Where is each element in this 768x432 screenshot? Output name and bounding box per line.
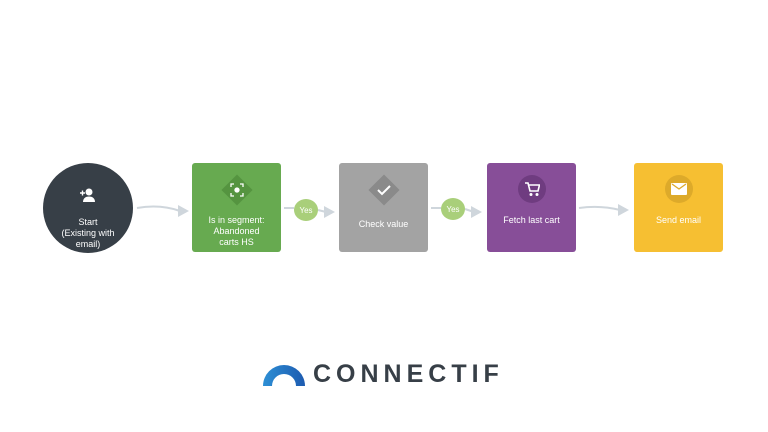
segment-node[interactable]: Is in segment: Abandoned carts HS (192, 163, 281, 252)
node-label: Start (78, 217, 98, 227)
check-value-node[interactable]: Check value (339, 163, 428, 252)
start-node[interactable]: Start (Existing with email) (43, 163, 133, 253)
node-label: email) (75, 239, 101, 249)
yes-badge[interactable]: Yes (441, 198, 465, 220)
node-label: (Existing with (61, 228, 115, 238)
check-icon (367, 174, 400, 206)
cart-icon (517, 175, 546, 203)
logo-text: CONNECTIF (313, 360, 504, 388)
envelope-icon (664, 175, 693, 203)
send-email-node[interactable]: Send email (634, 163, 723, 252)
node-label: carts HS (219, 237, 254, 247)
arrow-start-segment (136, 205, 181, 212)
node-label: Fetch last cart (503, 215, 560, 225)
connectif-logo: CONNECTIF (263, 360, 504, 389)
yes-badge[interactable]: Yes (294, 199, 318, 221)
fetch-cart-node[interactable]: Fetch last cart (487, 163, 576, 252)
segment-icon (220, 174, 253, 206)
node-label: Is in segment: (208, 215, 265, 225)
node-label: Abandoned (213, 226, 260, 236)
node-label: Check value (358, 219, 409, 229)
logo-arc-icon (263, 364, 305, 386)
arrow-fetch-email (578, 205, 621, 211)
add-user-icon (74, 181, 102, 209)
node-label: Send email (655, 215, 702, 225)
